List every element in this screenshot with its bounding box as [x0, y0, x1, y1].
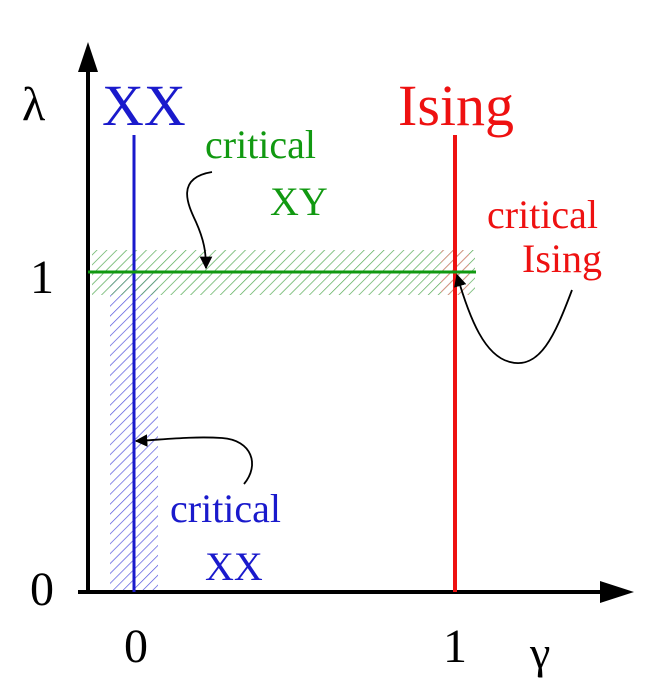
- critical-xy-pointer-arrow: [186, 171, 213, 270]
- y-tick-label-one: 1: [30, 251, 54, 304]
- critical-xx-pointer-arrow: [134, 434, 253, 485]
- xx-header: XX: [102, 73, 186, 138]
- x-tick-label-one: 1: [443, 620, 467, 673]
- critical-ising-label-line1: critical: [487, 192, 598, 237]
- critical-xy-label-line2: XY: [270, 179, 328, 224]
- critical-xx-label-line1: critical: [170, 486, 281, 531]
- critical-xx-label-line2: XX: [205, 544, 263, 589]
- critical-xy-label-line1: critical: [205, 122, 316, 167]
- x-tick-label-zero: 0: [124, 620, 148, 673]
- x-axis-arrowhead: [600, 581, 634, 603]
- origin-y-label: 0: [30, 563, 54, 616]
- y-axis-symbol: λ: [22, 78, 46, 131]
- y-axis-arrowhead: [78, 42, 98, 72]
- x-axis-symbol: γ: [529, 627, 550, 678]
- critical-ising-label-line2: Ising: [522, 236, 602, 281]
- ising-header: Ising: [398, 73, 514, 138]
- critical-ising-pointer-arrow: [454, 273, 573, 365]
